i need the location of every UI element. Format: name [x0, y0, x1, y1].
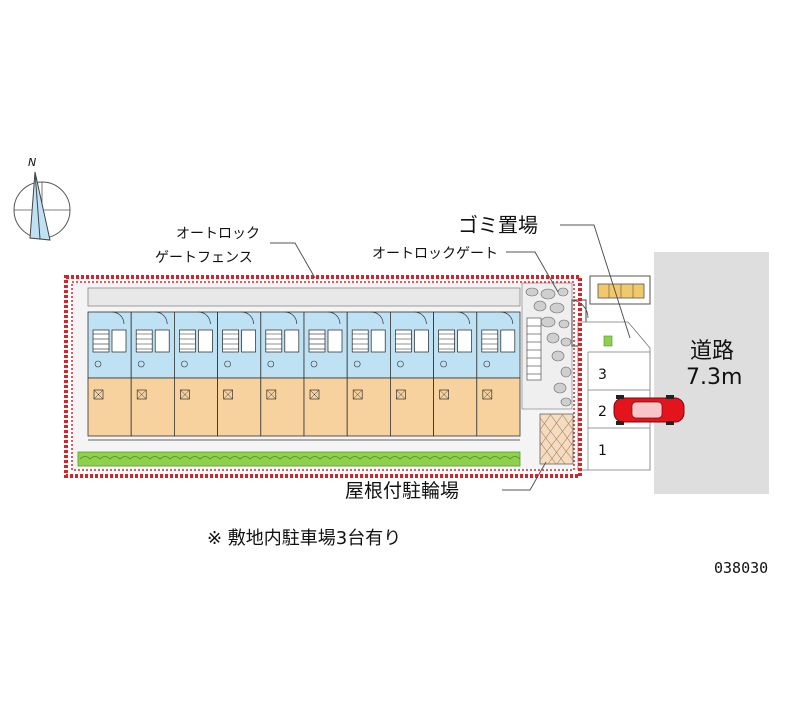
parking-space-2: 2 [598, 404, 607, 420]
apartment-unit [389, 311, 434, 441]
parking-lot: 3 2 1 [577, 321, 651, 471]
hedge [77, 451, 521, 467]
garbage-label: ゴミ置場 [458, 213, 538, 237]
road [654, 252, 769, 494]
fence-label-line1: オートロック [176, 226, 260, 242]
road-name: 道路 [690, 339, 734, 364]
apartment-unit [217, 311, 262, 441]
garbage-area [589, 275, 651, 305]
apartment-unit [173, 311, 218, 441]
apartment-unit [303, 311, 348, 441]
auto-lock-fence [64, 275, 582, 478]
compass-label: N [28, 156, 36, 169]
car-icon [613, 395, 685, 425]
parking-note: ※ 敷地内駐車場3台有り [207, 528, 401, 549]
apartment-unit [260, 311, 305, 441]
apartment-units [87, 311, 521, 441]
compass: N [13, 156, 71, 241]
apartment-unit [476, 311, 521, 441]
apartment-unit [130, 311, 175, 441]
road-width: 7.3m [686, 365, 742, 390]
parking-space-3: 3 [598, 367, 607, 383]
gate-label: オートロックゲート [372, 246, 498, 262]
apartment-unit [346, 311, 391, 441]
parking-space-1: 1 [598, 443, 607, 459]
bicycle-parking-label: 屋根付駐輪場 [345, 480, 459, 502]
leader-lines [270, 224, 631, 491]
entrance-steps [526, 317, 542, 381]
apartment-unit [87, 311, 132, 441]
fence-label-line2: ゲートフェンス [155, 250, 253, 266]
apartment-unit [433, 311, 478, 441]
property-code: 038030 [714, 559, 768, 577]
